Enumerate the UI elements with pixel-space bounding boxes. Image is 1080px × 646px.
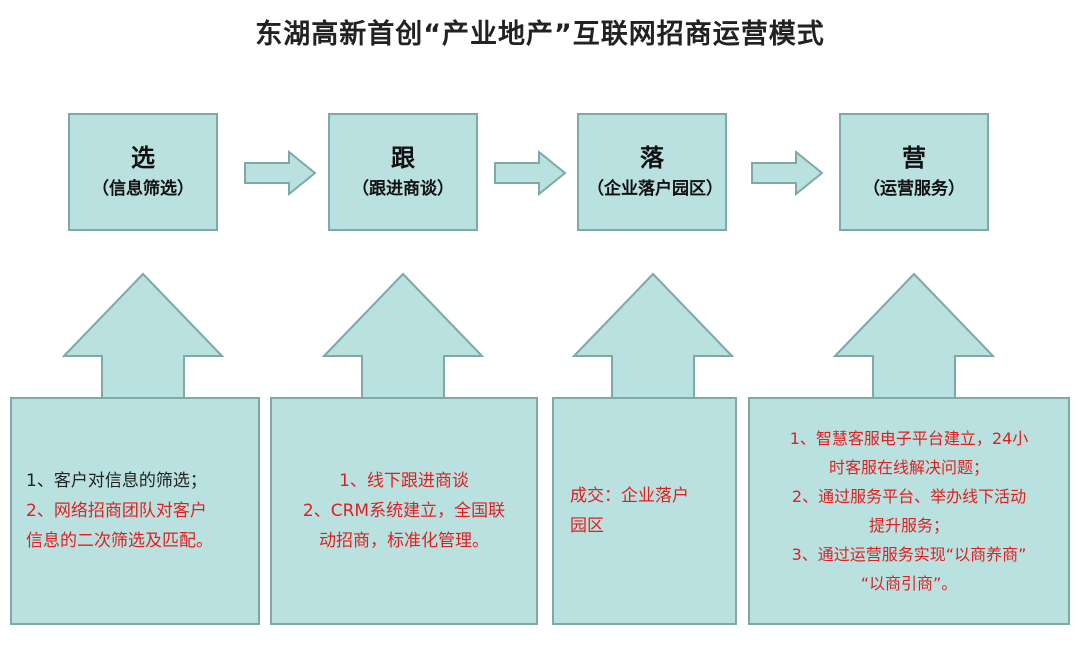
detail-box-follow-up: 1、线下跟进商谈 2、CRM系统建立，全国联 动招商，标准化管理。 [270, 397, 538, 625]
detail-line: 3、通过运营服务实现“以商养商” [791, 545, 1027, 564]
right-arrow-icon [494, 150, 567, 196]
detail-box-operate: 1、智慧客服电子平台建立，24小 时客服在线解决问题； 2、通过服务平台、举办线… [748, 397, 1070, 625]
stage-main-label: 营 [902, 144, 926, 172]
detail-line: 园区 [570, 516, 604, 536]
detail-line: 2、网络招商团队对客户 [26, 501, 207, 521]
detail-line: 提升服务； [868, 516, 949, 535]
detail-line: 1、客户对信息的筛选； [26, 471, 207, 491]
detail-line: 1、智慧客服电子平台建立，24小 [789, 429, 1029, 448]
stage-operate: 营 （运营服务） [839, 113, 989, 231]
stage-main-label: 落 [640, 144, 664, 172]
stage-follow-up: 跟 （跟进商谈） [328, 113, 478, 231]
stage-sub-label: （跟进商谈） [352, 179, 454, 199]
stage-select: 选 （信息筛选） [68, 113, 218, 231]
stage-sub-label: （企业落户园区） [587, 179, 723, 199]
stage-sub-label: （运营服务） [863, 179, 965, 199]
detail-line: 1、线下跟进商谈 [339, 471, 469, 491]
detail-line: 信息的二次筛选及匹配。 [26, 531, 213, 551]
detail-line: 2、CRM系统建立，全国联 [302, 501, 506, 521]
detail-line: 成交：企业落户 [570, 486, 689, 506]
detail-line: 2、通过服务平台、举办线下活动 [791, 487, 1027, 506]
stage-main-label: 选 [131, 144, 155, 172]
up-arrow-icon [322, 272, 484, 401]
up-arrow-icon [833, 272, 995, 401]
stage-settle: 落 （企业落户园区） [577, 113, 727, 231]
detail-line: 动招商，标准化管理。 [319, 531, 489, 551]
detail-box-select: 1、客户对信息的筛选； 2、网络招商团队对客户 信息的二次筛选及匹配。 [10, 397, 260, 625]
diagram-title: 东湖高新首创“产业地产”互联网招商运营模式 [255, 19, 825, 50]
right-arrow-icon [751, 150, 824, 196]
stage-main-label: 跟 [391, 144, 415, 172]
stage-sub-label: （信息筛选） [92, 179, 194, 199]
detail-box-settle: 成交：企业落户 园区 [552, 397, 737, 625]
detail-line: “以商引商”。 [860, 574, 958, 593]
up-arrow-icon [62, 272, 224, 401]
up-arrow-icon [572, 272, 734, 401]
detail-line: 时客服在线解决问题； [828, 458, 989, 477]
right-arrow-icon [244, 150, 317, 196]
